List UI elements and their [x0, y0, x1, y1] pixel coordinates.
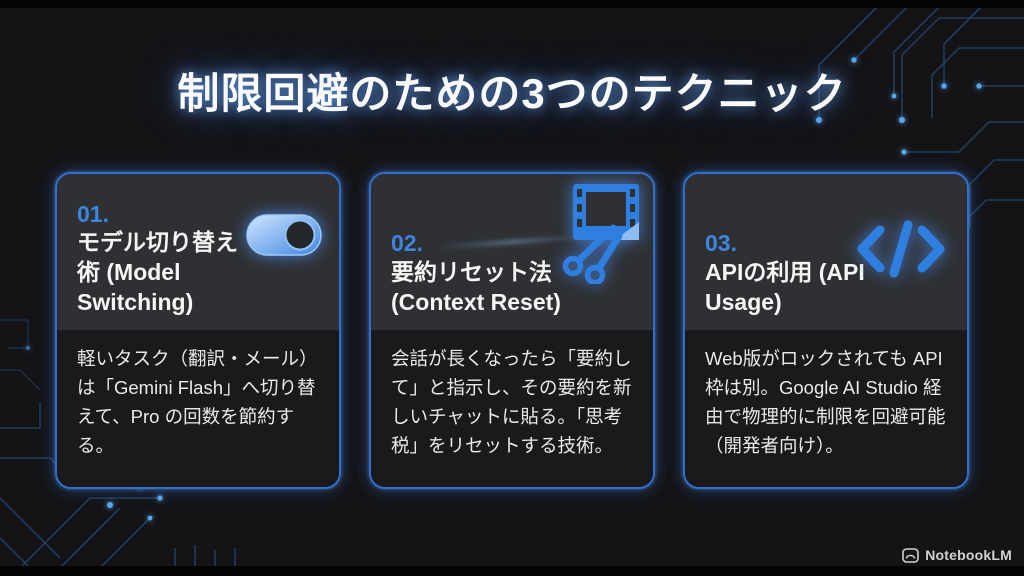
- card-number: 03.: [705, 230, 737, 257]
- watermark-label: NotebookLM: [925, 547, 1012, 563]
- code-icon: [855, 218, 947, 285]
- letterbox-bottom: [0, 566, 1024, 576]
- card-title: モデル切り替え術 (Model Switching): [77, 229, 238, 316]
- card-header: 01. モデル切り替え術 (Model Switching): [57, 174, 339, 330]
- card-body: 会話が長くなったら「要約して」と指示し、その要約を新しいチャットに貼る。「思考税…: [371, 330, 653, 487]
- card-body-text: Web版がロックされても API 枠は別。Google AI Studio 経由…: [705, 348, 946, 456]
- film-scissors-icon: [557, 180, 645, 289]
- card-body: 軽いタスク（翻訳・メール）は「Gemini Flash」へ切り替えて、Pro の…: [57, 330, 339, 487]
- notebooklm-logo-icon: [902, 547, 920, 563]
- card-number: 02.: [391, 230, 423, 257]
- cards-row: 01. モデル切り替え術 (Model Switching): [55, 172, 969, 489]
- card-title: 要約リセット法 (Context Reset): [391, 259, 561, 316]
- card-number: 01.: [77, 200, 109, 227]
- card-body: Web版がロックされても API 枠は別。Google AI Studio 経由…: [685, 330, 967, 487]
- card-body-text: 会話が長くなったら「要約して」と指示し、その要約を新しいチャットに貼る。「思考税…: [391, 348, 632, 456]
- card-context-reset: 02. 要約リセット法 (Context Reset): [369, 172, 655, 489]
- letterbox-top: [0, 0, 1024, 8]
- circuit-pattern-left: [0, 319, 41, 391]
- card-body-text: 軽いタスク（翻訳・メール）は「Gemini Flash」へ切り替えて、Pro の…: [77, 348, 318, 456]
- card-header: 02. 要約リセット法 (Context Reset): [371, 174, 653, 330]
- card-model-switching: 01. モデル切り替え術 (Model Switching): [55, 172, 341, 489]
- watermark: NotebookLM: [902, 547, 1012, 563]
- toggle-on-icon: [245, 212, 323, 263]
- card-api-usage: 03. APIの利用 (API Usage) Web版がロックされても API …: [683, 172, 969, 489]
- card-header: 03. APIの利用 (API Usage): [685, 174, 967, 330]
- card-title: APIの利用 (API Usage): [705, 259, 865, 316]
- page-title: 制限回避のための3つのテクニック: [177, 70, 847, 117]
